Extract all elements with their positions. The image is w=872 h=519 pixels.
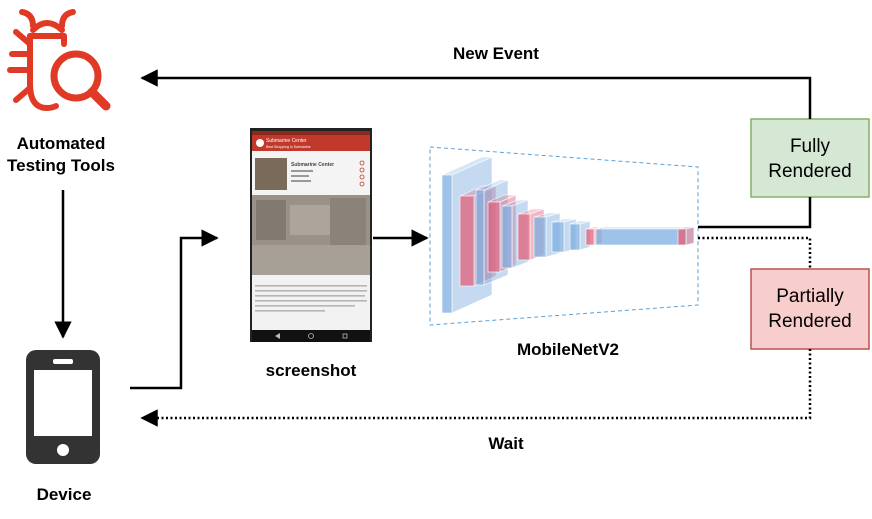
layer-block — [487, 201, 501, 273]
new-event-label: New Event — [453, 44, 539, 63]
app-subtitle: Best Shopping In Submarine — [266, 145, 311, 149]
partially-rendered-box: Partially Rendered — [750, 268, 870, 350]
connector-model-to-partially — [698, 236, 812, 269]
device-label: Device — [37, 485, 92, 504]
wait-label: Wait — [488, 434, 524, 453]
model-dashed-frame — [429, 146, 699, 326]
partially-rendered-line1: Partially — [776, 286, 844, 307]
tools-label-line2: Testing Tools — [7, 156, 115, 175]
layer-block — [517, 213, 531, 261]
arrow-new-event — [140, 69, 812, 119]
fully-rendered-line1: Fully — [790, 136, 831, 157]
listing-title: Submarine Center — [291, 162, 334, 168]
layer-side — [685, 226, 695, 246]
tools-label-line1: Automated — [17, 134, 106, 153]
layer-block — [595, 228, 687, 246]
layer-block — [475, 189, 485, 286]
layer-block — [551, 221, 565, 253]
layer-block — [569, 223, 581, 251]
bug-search-icon — [7, 9, 111, 111]
arrow-device-to-screenshot — [130, 229, 219, 390]
app-bar — [252, 135, 370, 151]
screenshot-thumbnail: Submarine Center Best Shopping In Submar… — [250, 128, 372, 342]
smartphone-icon — [26, 350, 100, 464]
app-title: Submarine Center — [266, 138, 307, 144]
mobilenet-diagram — [429, 146, 699, 326]
partially-rendered-line2: Rendered — [768, 311, 851, 332]
screenshot-label: screenshot — [266, 361, 357, 380]
connector-model-to-fully — [698, 197, 812, 229]
arrow-wait — [140, 349, 812, 427]
layer-block — [501, 205, 513, 269]
layer-block — [533, 216, 547, 258]
fully-rendered-line2: Rendered — [768, 161, 851, 182]
fully-rendered-box: Fully Rendered — [750, 118, 870, 198]
layer-block — [677, 228, 687, 246]
layer-block — [459, 195, 475, 287]
model-label: MobileNetV2 — [517, 340, 619, 359]
layer-block — [441, 174, 453, 314]
layer-block — [585, 228, 595, 246]
